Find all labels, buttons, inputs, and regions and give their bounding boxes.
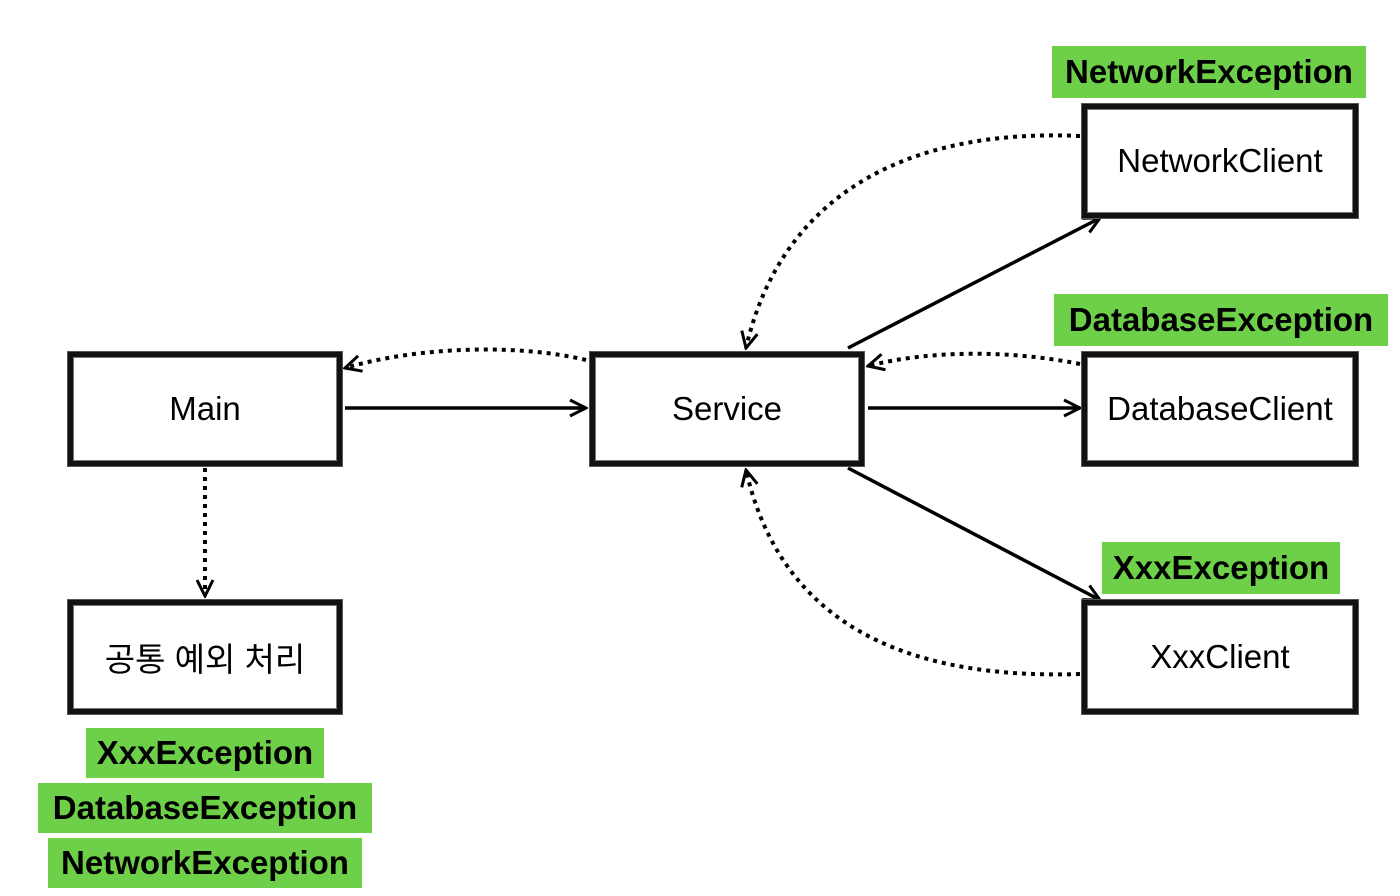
common-handler-box: 공통 예외 처리 [68,600,342,714]
main-label: Main [169,390,241,427]
arrow-service-exception-to-main [345,347,587,368]
xxx-client-box: XxxClient [1082,600,1358,714]
handled-exception-database: DatabaseException [38,783,372,833]
common-handler-label: 공통 예외 처리 [104,641,306,678]
main-box: Main [68,352,342,466]
arrow-xxx-exception-to-service [746,470,1081,677]
arrow-database-exception-to-service [868,351,1081,366]
network-client-label: NetworkClient [1117,142,1323,179]
network-exception-tag: NetworkException [1052,46,1366,98]
database-client-label: DatabaseClient [1107,390,1333,427]
handled-exception-network: NetworkException [48,838,362,888]
database-client-box: DatabaseClient [1082,352,1358,466]
xxx-exception-tag: XxxException [1102,542,1340,594]
xxx-client-label: XxxClient [1150,638,1290,675]
network-client-box: NetworkClient [1082,104,1358,218]
service-box: Service [590,352,864,466]
service-label: Service [671,390,783,427]
arrow-service-to-xxx [847,466,1100,600]
arrow-service-to-network [847,216,1100,350]
handled-exception-xxx: XxxException [86,728,324,778]
database-exception-tag: DatabaseException [1054,294,1388,346]
